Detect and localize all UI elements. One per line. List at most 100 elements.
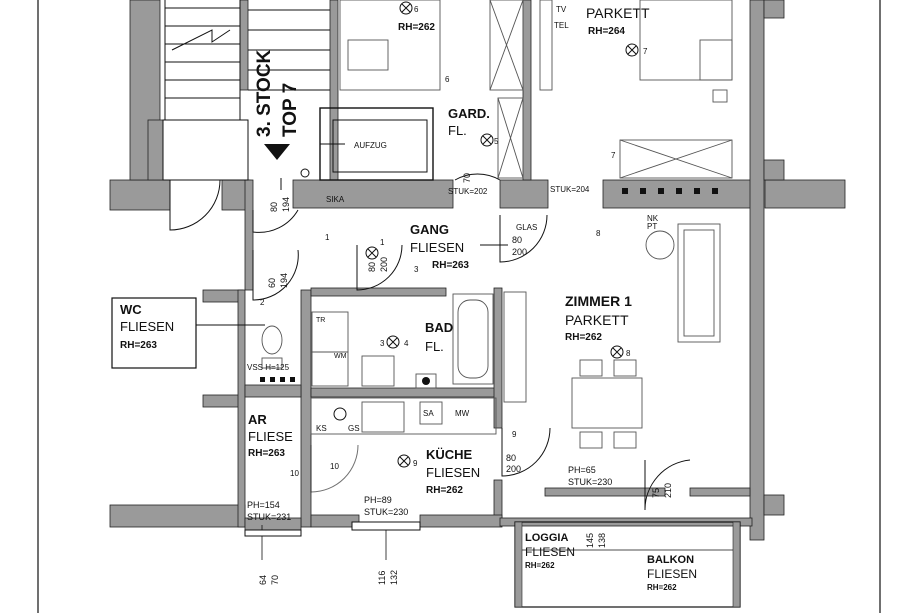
floor-label: 3. STOCK TOP 7 [254, 49, 301, 160]
gang-marker-3: 3 [414, 265, 419, 274]
ar-window-h: 70 [270, 575, 280, 585]
room-top-right-rh: RH=264 [588, 26, 625, 37]
gang-floor: FLIESEN [410, 240, 464, 255]
entry-door: 80 194 [169, 178, 299, 233]
tr-label: TR [316, 317, 325, 324]
balkon-door-h: 210 [663, 483, 673, 498]
zimmer1-floor: PARKETT [565, 312, 629, 328]
room-top-right: PARKETT RH=264 7 7 STUK=204 [550, 0, 733, 194]
bad-floor: FL. [425, 339, 444, 354]
gang-door-w: 80 [367, 262, 377, 272]
walls [109, 0, 846, 541]
kueche-marker-9: 9 [512, 430, 517, 439]
gang-zimmer-door-w: 80 [512, 235, 522, 245]
kueche-stuk: STUK=230 [364, 507, 408, 517]
ph-65: PH=65 [568, 465, 596, 475]
room-top-right-fixture: 7 [643, 47, 648, 56]
bad-name: BAD [425, 320, 453, 335]
gard-fixture: 5 [494, 137, 499, 146]
elevator: AUFZUG [300, 107, 434, 181]
tv-tel: TV TEL [539, 0, 569, 91]
kueche-door-h: 200 [506, 464, 521, 474]
ar-floor: FLIESE [248, 429, 293, 444]
room-ar: AR FLIESE RH=263 PH=154 STUK=231 10 [247, 412, 359, 522]
room-wc: WC FLIESEN RH=263 60 194 2 VSS H=125 [111, 249, 299, 382]
gard-door-width: 70 [462, 173, 472, 183]
kueche-name: KÜCHE [426, 447, 473, 462]
wc-door-h: 194 [279, 273, 289, 288]
ar-ph: PH=154 [247, 500, 280, 510]
staircase [162, 0, 330, 181]
room-kueche: KÜCHE FLIESEN RH=262 9 PH=89 STUK=230 80… [330, 427, 551, 517]
zimmer1-rh: RH=262 [565, 332, 602, 343]
zimmer1-name: ZIMMER 1 [565, 293, 632, 309]
room-bad: BAD FL. 3 4 TR WM [311, 293, 494, 389]
ar-fixture: 10 [290, 469, 299, 478]
room-loggia: LOGGIA FLIESEN RH=262 145 138 [514, 521, 741, 608]
arrow-down-icon [264, 144, 290, 160]
room-zimmer1: ZIMMER 1 PARKETT RH=262 8 NK PT 8 PH=65 … [503, 214, 721, 511]
gs-label: GS [348, 424, 360, 433]
wc-marker-2: 2 [260, 298, 265, 307]
loggia-rh: RH=262 [525, 561, 555, 570]
bottom-dimensions: 64 70 116 132 [244, 521, 421, 585]
kueche-window-h: 132 [389, 570, 399, 585]
ar-window-w: 64 [258, 575, 268, 585]
entry-door-h: 194 [281, 197, 291, 212]
room-gang: GANG FLIESEN RH=263 1 80 200 3 GLAS 80 2… [356, 214, 548, 291]
gang-zimmer-door-h: 200 [512, 247, 527, 257]
kitchen-counter: KS GS SA MW [310, 397, 497, 435]
kueche-ph: PH=89 [364, 495, 392, 505]
sa-label: SA [423, 409, 434, 418]
radiator-row [622, 188, 718, 194]
room-gard: GARD. FL. 5 STUK=202 70 [448, 106, 501, 196]
floor-top: TOP 7 [280, 83, 301, 137]
tel-label: TEL [554, 21, 569, 30]
bedroom-marker-6: 6 [445, 75, 450, 84]
pt-label: PT [647, 222, 657, 231]
loggia-floor: FLIESEN [525, 545, 575, 559]
bad-fixture-4: 4 [404, 339, 409, 348]
gang-rh: RH=263 [432, 260, 469, 271]
kueche-marker-10: 10 [330, 462, 339, 471]
elevator-label: AUFZUG [354, 141, 387, 150]
loggia-name: LOGGIA [525, 532, 568, 544]
stuk-230: STUK=230 [568, 477, 612, 487]
wc-name: WC [120, 302, 142, 317]
gard-stuk: STUK=202 [448, 187, 488, 196]
ks-label: KS [316, 424, 327, 433]
vss-label: VSS H=125 [247, 363, 290, 372]
kueche-door-w: 80 [506, 453, 516, 463]
balkon-name: BALKON [647, 554, 694, 566]
glas-label: GLAS [516, 223, 537, 232]
gard-floor: FL. [448, 123, 467, 138]
bedroom-top-fixture: 6 [414, 5, 419, 14]
gang-fixture: 1 [380, 238, 385, 247]
nk-pt-label: NK [647, 214, 659, 223]
loggia-window-w: 145 [585, 533, 595, 548]
balkon-rh: RH=262 [647, 583, 677, 592]
stuk-204: STUK=204 [550, 185, 590, 194]
mw-label: MW [455, 409, 470, 418]
floor-stock: 3. STOCK [254, 49, 275, 137]
ar-name: AR [248, 412, 267, 427]
bedroom-top-rh: RH=262 [398, 22, 435, 33]
room-balkon: BALKON FLIESEN RH=262 [647, 554, 697, 592]
wc-door-w: 60 [267, 278, 277, 288]
zimmer1-fixture: 8 [626, 349, 631, 358]
entry-door-w: 80 [269, 202, 279, 212]
tv-label: TV [556, 5, 567, 14]
kueche-rh: RH=262 [426, 485, 463, 496]
kueche-window-w: 116 [377, 571, 387, 585]
room-top-right-floor: PARKETT [586, 5, 650, 21]
wm-label: WM [334, 353, 347, 360]
kueche-fixture: 9 [413, 459, 418, 468]
wc-rh: RH=263 [120, 340, 157, 351]
room-top-right-marker-7: 7 [611, 151, 616, 160]
wc-floor: FLIESEN [120, 319, 174, 334]
gard-name: GARD. [448, 106, 490, 121]
bedroom-top: RH=262 6 6 [339, 0, 524, 179]
ar-rh: RH=263 [248, 448, 285, 459]
ar-stuk: STUK=231 [247, 512, 291, 522]
